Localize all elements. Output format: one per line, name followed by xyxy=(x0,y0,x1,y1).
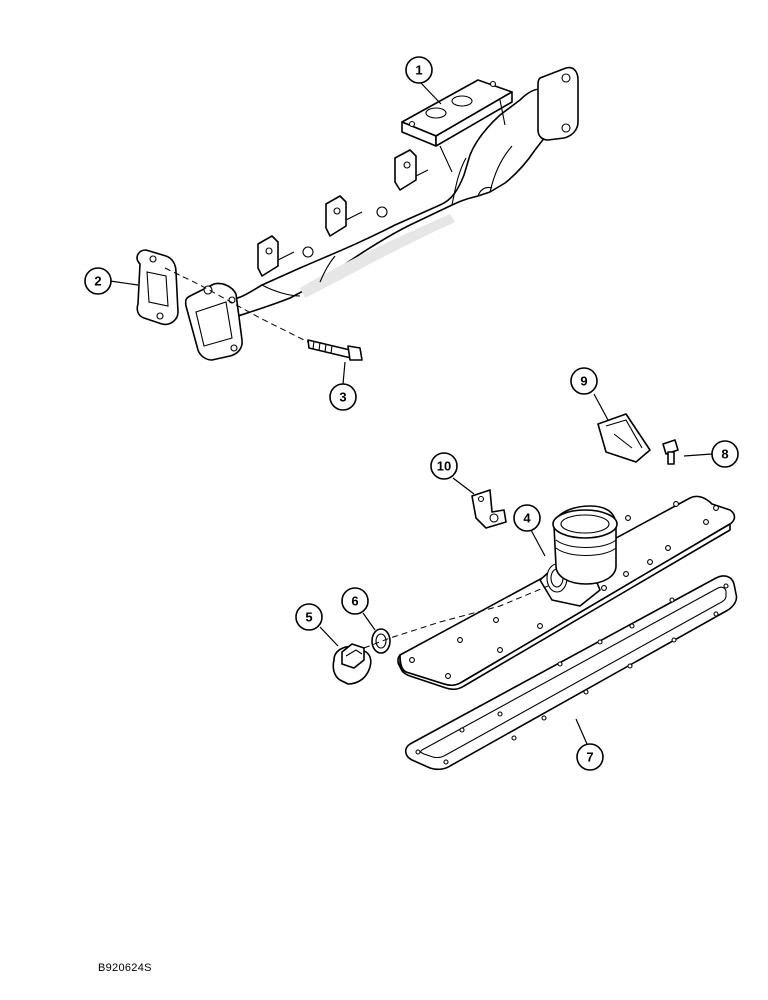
callout-7: 7 xyxy=(576,743,604,771)
leader-2 xyxy=(109,280,139,286)
alignment-line-plug xyxy=(363,585,549,649)
svg-text:5: 5 xyxy=(305,610,312,625)
leader-4 xyxy=(530,529,546,557)
pipe-plug xyxy=(332,643,372,685)
exhaust-manifold xyxy=(184,66,579,361)
callout-4: 4 xyxy=(513,504,541,532)
flange-bolt xyxy=(307,339,363,361)
leader-6 xyxy=(362,612,376,631)
svg-text:2: 2 xyxy=(94,274,101,289)
bracket-bolt xyxy=(662,439,679,465)
sealing-washer xyxy=(371,628,391,654)
document-code: B920624S xyxy=(98,962,152,974)
mounting-bracket xyxy=(597,413,651,463)
callout-10: 10 xyxy=(430,452,458,480)
leader-5 xyxy=(319,626,339,647)
leader-1 xyxy=(418,80,442,105)
callout-2: 2 xyxy=(84,267,112,295)
alignment-line-manifold xyxy=(164,267,309,343)
svg-text:3: 3 xyxy=(339,390,346,405)
svg-text:1: 1 xyxy=(415,63,422,78)
leader-8 xyxy=(683,453,713,457)
svg-text:6: 6 xyxy=(351,594,358,609)
leader-10 xyxy=(452,477,475,495)
svg-text:10: 10 xyxy=(437,459,451,474)
callout-3: 3 xyxy=(329,383,357,411)
callout-5: 5 xyxy=(295,603,323,631)
svg-text:7: 7 xyxy=(586,750,593,765)
svg-text:4: 4 xyxy=(523,511,531,526)
svg-text:8: 8 xyxy=(721,447,728,462)
small-bracket xyxy=(471,489,507,529)
callout-9: 9 xyxy=(570,367,598,395)
callout-1: 1 xyxy=(405,56,433,84)
intake-cover xyxy=(397,495,736,691)
svg-text:9: 9 xyxy=(580,374,587,389)
intake-cover-gasket xyxy=(404,575,738,771)
leader-3 xyxy=(342,361,346,385)
exhaust-gasket xyxy=(136,249,179,326)
leader-7 xyxy=(575,718,588,745)
callout-6: 6 xyxy=(341,587,369,615)
leader-9 xyxy=(593,393,609,421)
callout-8: 8 xyxy=(711,440,739,468)
